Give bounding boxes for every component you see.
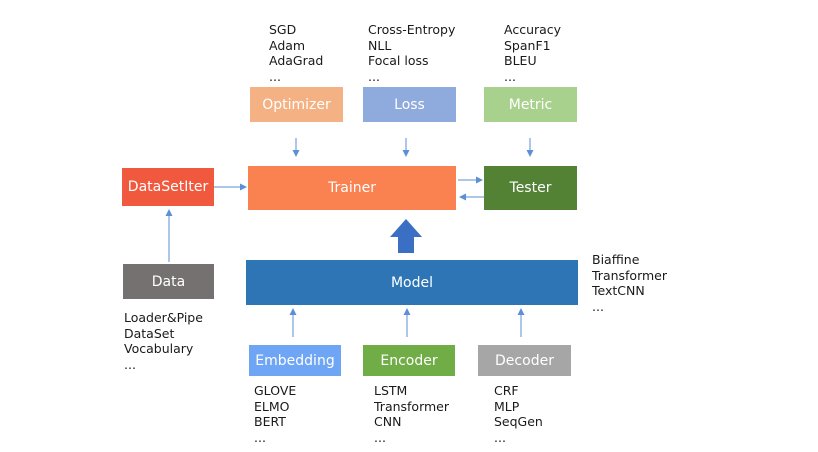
list-item: GLOVE — [254, 383, 297, 398]
decoder-list: CRF MLP SeqGen ... — [494, 383, 543, 445]
loss-label: Loss — [394, 96, 425, 113]
metric-box: Metric — [484, 87, 577, 122]
list-item: DataSet — [124, 325, 175, 341]
encoder-list: LSTM Transformer CNN ... — [374, 383, 449, 445]
list-item: AdaGrad — [269, 53, 324, 68]
metric-label: Metric — [508, 96, 553, 113]
metric-list: Accuracy SpanF1 BLEU ... — [504, 22, 561, 84]
list-item: ... — [494, 429, 506, 445]
list-item: SGD — [269, 22, 297, 37]
datasetiter-box: DataSetIter — [122, 168, 214, 206]
decoder-label: Decoder — [495, 352, 554, 369]
list-item: SpanF1 — [504, 37, 551, 53]
list-item: ... — [254, 429, 266, 445]
list-item: BLEU — [504, 53, 537, 68]
list-item: NLL — [368, 37, 392, 53]
data-box: Data — [123, 264, 214, 299]
tester-label: Tester — [509, 180, 552, 196]
list-item: Vocabulary — [124, 341, 194, 356]
list-item: MLP — [494, 398, 520, 414]
list-item: SeqGen — [494, 414, 543, 429]
list-item: Transformer — [374, 398, 450, 414]
data-list: Loader&Pipe DataSet Vocabulary ... — [124, 310, 203, 372]
list-item: ... — [269, 68, 281, 84]
encoder-label: Encoder — [380, 352, 438, 369]
list-item: ... — [368, 68, 380, 84]
embedding-list: GLOVE ELMO BERT ... — [254, 383, 296, 445]
list-item: LSTM — [374, 383, 408, 398]
encoder-box: Encoder — [363, 345, 455, 376]
model-label: Model — [390, 274, 434, 291]
list-item: Loader&Pipe — [124, 310, 203, 325]
trainer-label: Trainer — [328, 180, 376, 196]
datasetiter-label: DataSetIter — [127, 179, 209, 195]
list-item: Biaffine — [592, 252, 640, 267]
list-item: Focal loss — [368, 53, 429, 68]
model-list: Biaffine Transformer TextCNN ... — [592, 252, 667, 314]
list-item: Cross-Entropy — [368, 22, 456, 37]
trainer-box: Trainer — [248, 166, 456, 210]
list-item: ... — [504, 68, 516, 84]
embedding-label: Embedding — [255, 352, 335, 369]
list-item: ELMO — [254, 398, 290, 414]
list-item: BERT — [254, 414, 286, 429]
decoder-box: Decoder — [478, 345, 571, 376]
embedding-box: Embedding — [249, 345, 341, 376]
list-item: Transformer — [592, 267, 668, 283]
data-label: Data — [151, 273, 186, 290]
list-item: CNN — [374, 414, 402, 429]
list-item: Adam — [269, 37, 306, 53]
model-box: Model — [246, 260, 578, 305]
big-up-arrow — [390, 219, 422, 253]
list-item: ... — [592, 298, 604, 314]
list-item: TextCNN — [592, 283, 645, 298]
tester-box: Tester — [484, 166, 577, 210]
optimizer-label: Optimizer — [262, 96, 331, 113]
list-item: ... — [374, 429, 386, 445]
list-item: Accuracy — [504, 22, 562, 37]
optimizer-list: SGD Adam AdaGrad ... — [269, 22, 323, 84]
list-item: ... — [124, 356, 136, 372]
loss-list: Cross-Entropy NLL Focal loss ... — [368, 22, 455, 84]
loss-box: Loss — [363, 87, 456, 122]
optimizer-box: Optimizer — [250, 87, 343, 122]
list-item: CRF — [494, 383, 519, 398]
